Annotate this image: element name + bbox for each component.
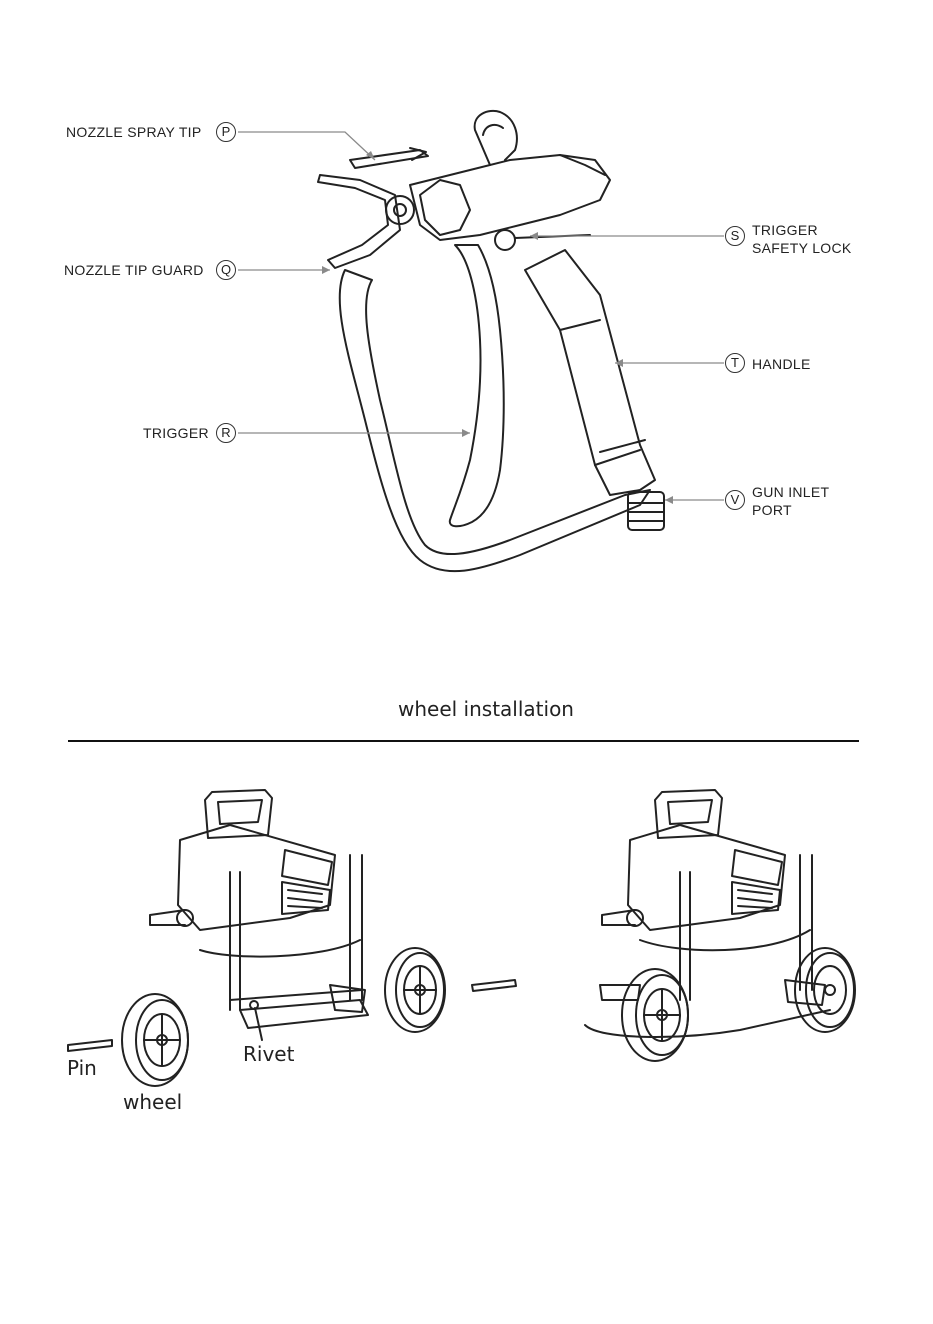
label-nozzle-spray-tip: NOZZLE SPRAY TIP (66, 124, 202, 141)
badge-r: R (216, 423, 236, 443)
pin-left (68, 1040, 112, 1051)
label-wheel: wheel (123, 1090, 182, 1114)
badge-v: V (725, 490, 745, 510)
pin-right (472, 980, 516, 991)
label-trigger-safety-lock-line2: SAFETY LOCK (752, 240, 852, 257)
label-nozzle-tip-guard: NOZZLE TIP GUARD (64, 262, 204, 279)
section-title: wheel installation (398, 697, 574, 721)
sprayer-assembled-view (585, 790, 830, 1037)
label-rivet: Rivet (243, 1042, 294, 1066)
wheel-assembled-rear (795, 948, 855, 1032)
wheel-left (122, 994, 188, 1086)
label-trigger-safety-lock-line1: TRIGGER (752, 222, 818, 239)
label-gun-inlet-port-line1: GUN INLET (752, 484, 829, 501)
badge-t: T (725, 353, 745, 373)
sprayer-exploded-view (150, 790, 368, 1040)
section-divider (68, 740, 859, 742)
label-gun-inlet-port-line2: PORT (752, 502, 792, 519)
label-trigger: TRIGGER (143, 425, 209, 442)
badge-q: Q (216, 260, 236, 280)
wheel-middle (385, 948, 445, 1032)
label-handle: HANDLE (752, 356, 811, 373)
wheel-assembled-front (622, 969, 688, 1061)
badge-p: P (216, 122, 236, 142)
badge-s: S (725, 226, 745, 246)
label-pin: Pin (67, 1056, 97, 1080)
